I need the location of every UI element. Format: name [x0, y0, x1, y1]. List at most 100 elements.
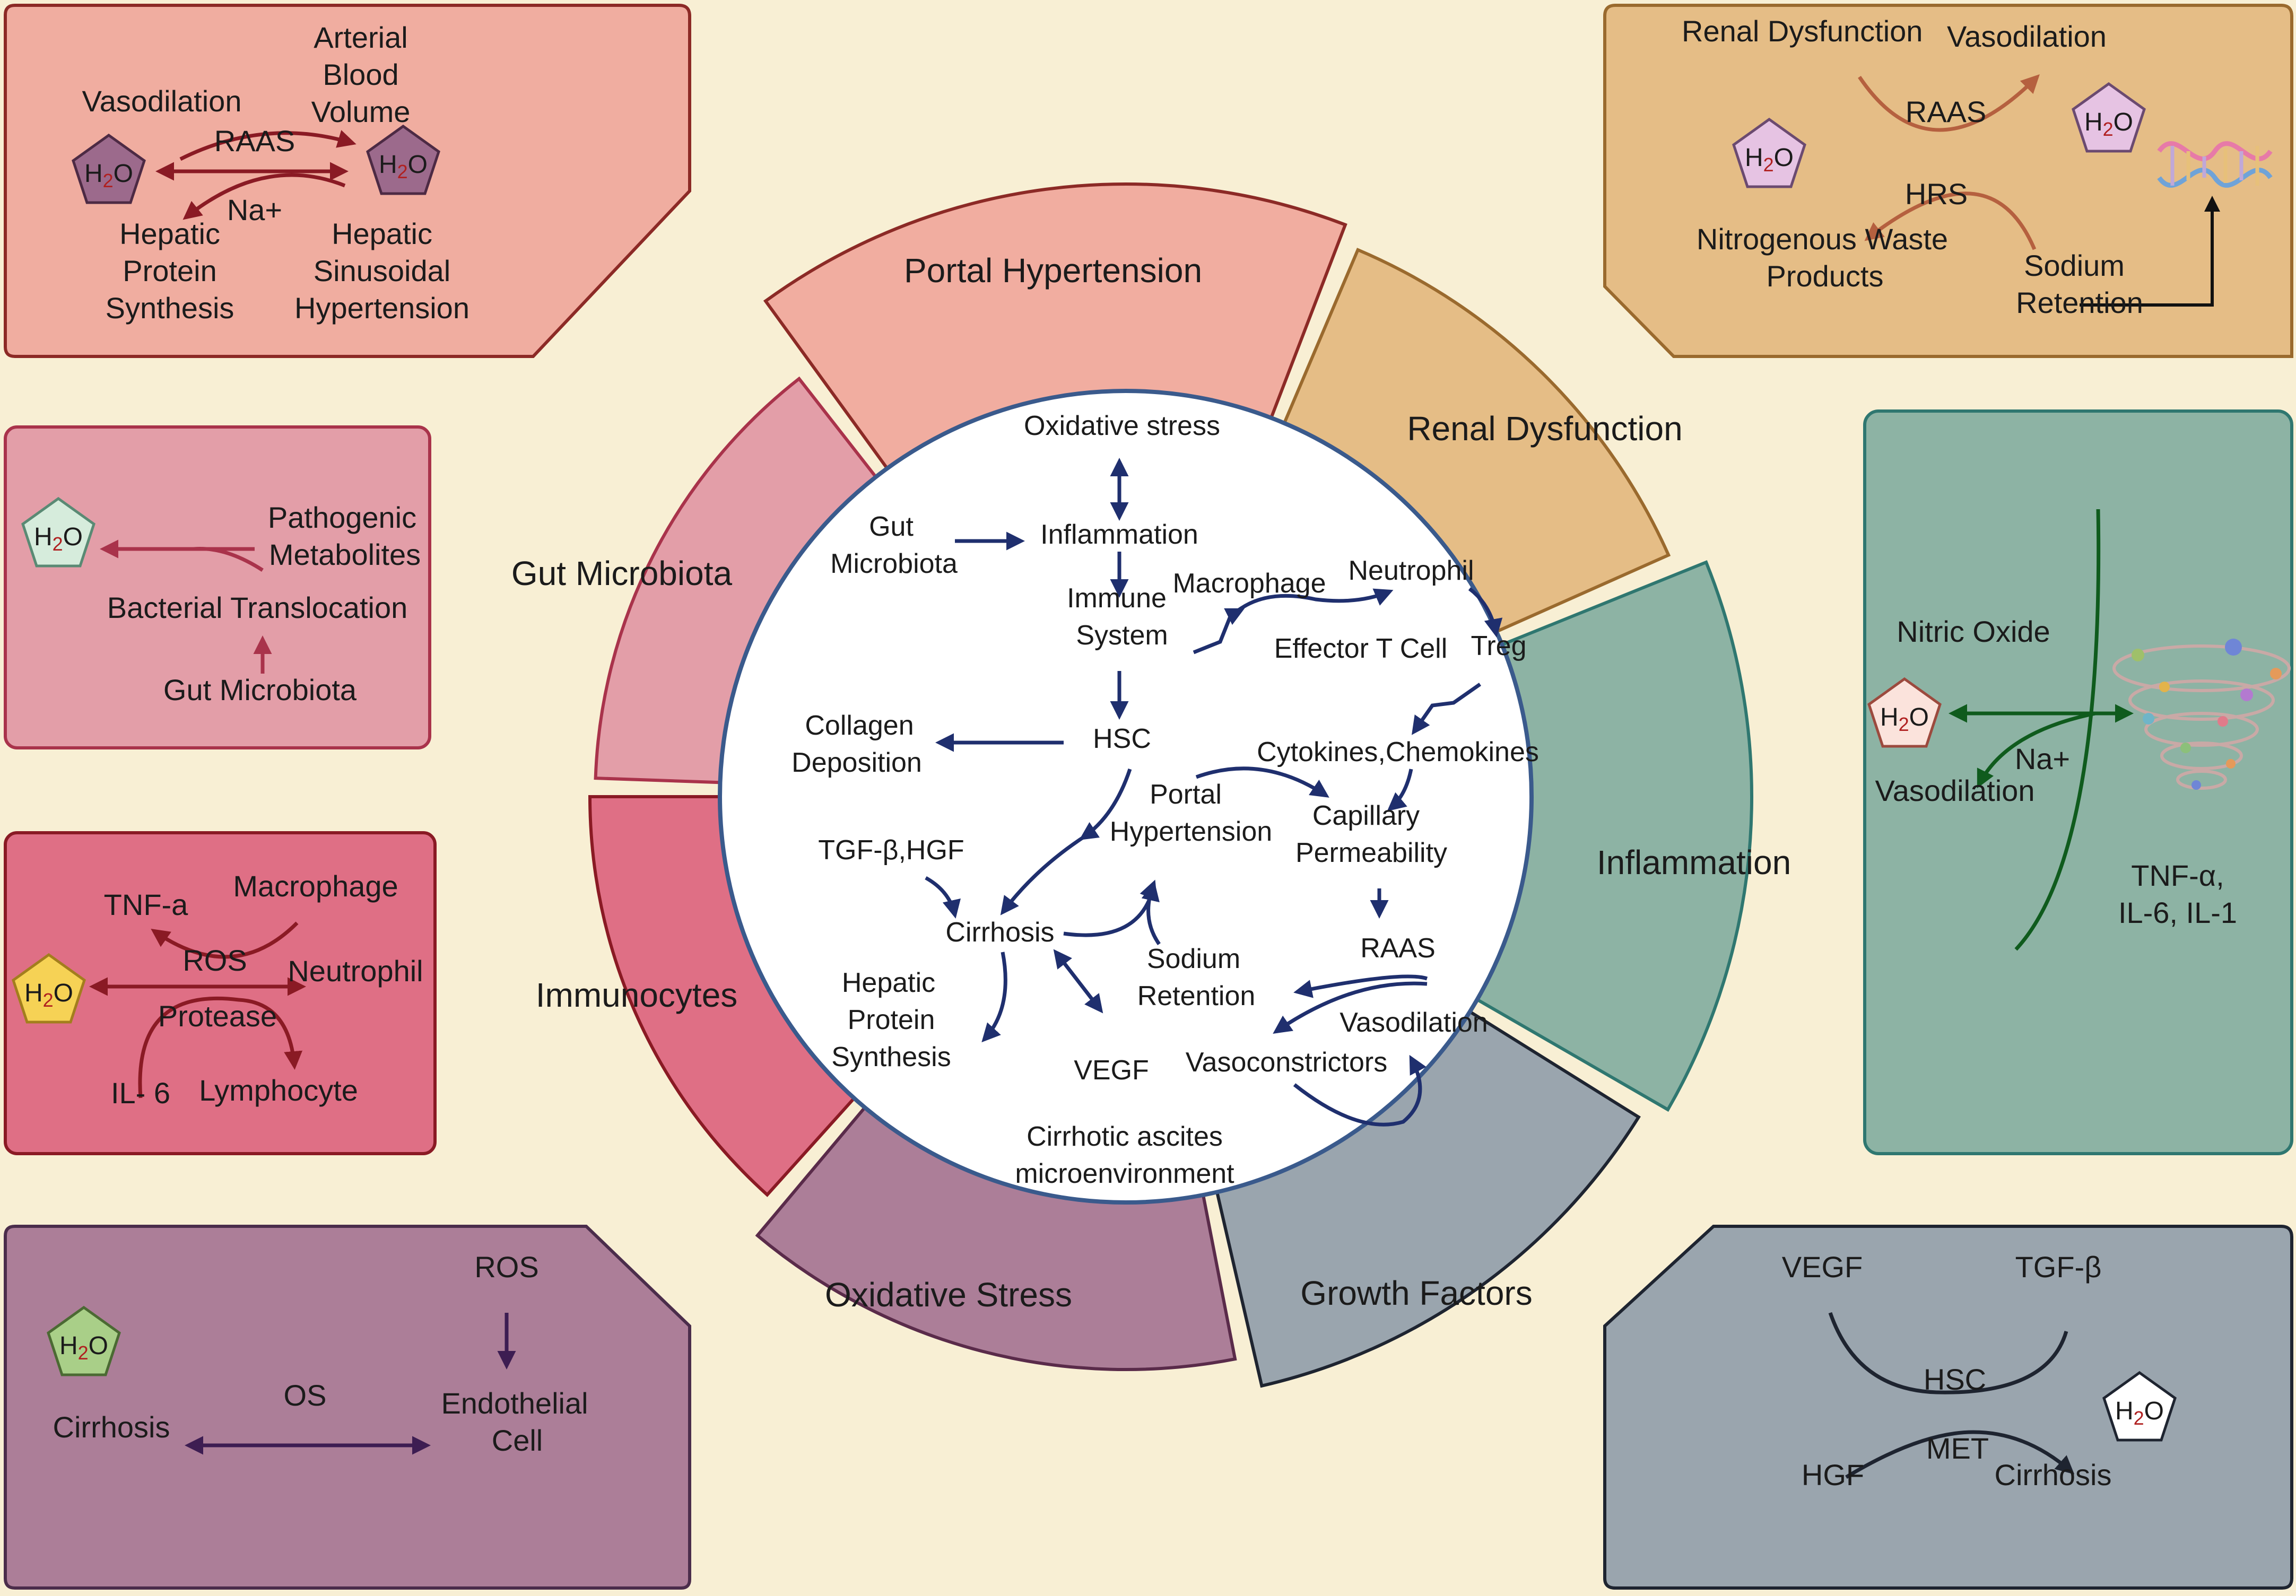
- water-pentagon-icon: H2O: [21, 496, 95, 568]
- center-neutrophil: Neutrophil: [1348, 555, 1474, 586]
- center-macrophage: Macrophage: [1172, 568, 1326, 599]
- center-caption-line1: Cirrhotic ascites: [1027, 1121, 1223, 1152]
- growth-panel: VEGF TGF-β HSC HGF MET Cirrhosis H2O: [1603, 1225, 2293, 1590]
- center-portal-line1: Portal: [1150, 779, 1222, 810]
- immuno-neutrophil: Neutrophil: [288, 954, 423, 988]
- growth-met: MET: [1926, 1432, 1989, 1465]
- growth-vegf: VEGF: [1782, 1250, 1863, 1284]
- inflammation-na: Na+: [2015, 742, 2070, 775]
- center-treg: Treg: [1471, 631, 1527, 661]
- water-pentagon-icon: H2O: [2102, 1371, 2177, 1442]
- portal-arterial-line1: Arterial: [314, 21, 407, 54]
- portal-vasodilation: Vasodilation: [82, 84, 242, 118]
- portal-sinusoidal-line3: Hypertension: [294, 291, 469, 325]
- gut-panel: Pathogenic Metabolites Bacterial Translo…: [4, 425, 431, 749]
- portal-hepatic-protein-line1: Hepatic: [119, 217, 220, 250]
- oxidative-cirrhosis: Cirrhosis: [53, 1410, 170, 1444]
- portal-hepatic-protein-line2: Protein: [123, 254, 216, 287]
- growth-cirrhosis: Cirrhosis: [1995, 1458, 2112, 1492]
- center-cytokines: Cytokines,Chemokines: [1257, 737, 1539, 768]
- renal-vasodilation: Vasodilation: [1947, 20, 2107, 53]
- portal-sinusoidal-line2: Sinusoidal: [314, 254, 450, 287]
- center-vegf: VEGF: [1074, 1055, 1149, 1086]
- gut-gut-microbiota: Gut Microbiota: [163, 673, 357, 707]
- center-capillary-line1: Capillary: [1312, 800, 1420, 831]
- oxidative-endothelial-line2: Cell: [492, 1424, 543, 1457]
- svg-text:H2O: H2O: [2084, 108, 2133, 140]
- svg-text:H2O: H2O: [84, 160, 133, 191]
- segment-label-portal: Portal Hypertension: [904, 251, 1202, 290]
- portal-raas: RAAS: [214, 124, 295, 158]
- oxidative-endothelial-line1: Endothelial: [441, 1386, 588, 1420]
- water-pentagon-icon: H2O: [72, 133, 146, 204]
- inflammation-nitric-oxide: Nitric Oxide: [1897, 615, 2050, 648]
- center-labels: Oxidative stress Gut Microbiota Inflamma…: [792, 411, 1539, 1189]
- immuno-lymphocyte: Lymphocyte: [199, 1074, 358, 1107]
- immuno-protease: Protease: [158, 999, 277, 1033]
- water-pentagon-icon: H2O: [47, 1305, 121, 1376]
- immuno-il6: IL- 6: [111, 1076, 170, 1110]
- segment-label-inflammation: Inflammation: [1597, 843, 1791, 882]
- inflammation-cytokines-line2: IL-6, IL-1: [2118, 896, 2237, 929]
- center-cirrhosis: Cirrhosis: [945, 917, 1054, 948]
- renal-nitrogenous-line1: Nitrogenous Waste: [1697, 222, 1948, 256]
- segment-label-gut: Gut Microbiota: [511, 554, 733, 592]
- portal-na: Na+: [227, 193, 282, 226]
- svg-text:H2O: H2O: [379, 151, 428, 182]
- portal-sinusoidal-line1: Hepatic: [332, 217, 432, 250]
- immuno-macrophage: Macrophage: [233, 869, 398, 903]
- water-pentagon-icon: H2O: [1867, 677, 1942, 748]
- center-gut-microbiota-line2: Microbiota: [830, 548, 958, 579]
- center-arrows: [925, 458, 1503, 1127]
- renal-sodium-line1: Sodium: [2024, 249, 2125, 282]
- center-inflammation: Inflammation: [1040, 519, 1198, 550]
- water-pentagon-icon: H2O: [366, 124, 440, 195]
- center-raas: RAAS: [1360, 933, 1436, 964]
- oxidative-os: OS: [284, 1379, 327, 1412]
- inflammation-cytokines-line1: TNF-α,: [2131, 859, 2224, 892]
- inflammation-vasodilation: Vasodilation: [1875, 774, 2035, 807]
- water-pentagon-icon: H2O: [2072, 82, 2146, 153]
- svg-text:H2O: H2O: [1880, 703, 1929, 735]
- center-hepatic-line3: Synthesis: [831, 1042, 951, 1072]
- center-immune-line2: System: [1076, 620, 1168, 651]
- wheel-labels: Portal Hypertension Renal Dysfunction In…: [511, 251, 1791, 1314]
- center-oxidative-stress: Oxidative stress: [1024, 411, 1220, 441]
- renal-raas: RAAS: [1906, 95, 1987, 128]
- renal-hrs: HRS: [1905, 177, 1968, 211]
- center-collagen-line2: Deposition: [792, 747, 922, 778]
- oxidative-ros: ROS: [474, 1250, 538, 1284]
- renal-sodium-line2: Retention: [2016, 286, 2143, 319]
- dna-icon: [2157, 141, 2273, 188]
- svg-text:H2O: H2O: [2115, 1397, 2164, 1429]
- gut-pathogenic-line1: Pathogenic: [268, 501, 416, 534]
- center-gut-microbiota-line1: Gut: [869, 511, 914, 542]
- segment-label-renal: Renal Dysfunction: [1407, 409, 1682, 448]
- center-effector-t: Effector T Cell: [1274, 633, 1448, 664]
- svg-text:H2O: H2O: [1745, 144, 1794, 176]
- svg-text:H2O: H2O: [24, 979, 73, 1011]
- immuno-tnf: TNF-a: [104, 888, 189, 921]
- renal-renal-dysfunction: Renal Dysfunction: [1682, 14, 1923, 48]
- center-collagen-line1: Collagen: [805, 710, 914, 741]
- center-sodium-line2: Retention: [1137, 981, 1256, 1011]
- inflammation-panel: Nitric Oxide Na+ Vasodilation TNF-α, IL-…: [1863, 409, 2293, 1155]
- portal-arterial-line2: Blood: [323, 58, 398, 91]
- water-pentagon-icon: H2O: [12, 953, 86, 1024]
- gut-bacterial: Bacterial Translocation: [107, 591, 408, 624]
- center-sodium-line1: Sodium: [1147, 944, 1240, 974]
- center-hepatic-line1: Hepatic: [842, 967, 935, 998]
- portal-panel: Vasodilation Arterial Blood Volume RAAS …: [4, 4, 691, 358]
- center-vasodilation: Vasodilation: [1340, 1007, 1488, 1038]
- cytokine-spiral-icon: [2112, 639, 2291, 790]
- growth-hgf: HGF: [1802, 1458, 1864, 1492]
- oxidative-panel: ROS OS Cirrhosis Endothelial Cell H2O: [4, 1225, 691, 1590]
- water-pentagon-icon: H2O: [1732, 117, 1806, 188]
- gut-pathogenic-line2: Metabolites: [269, 538, 421, 571]
- center-immune-line1: Immune: [1067, 583, 1167, 614]
- segment-label-growth: Growth Factors: [1300, 1274, 1532, 1312]
- center-capillary-line2: Permeability: [1295, 838, 1447, 868]
- growth-hsc: HSC: [1924, 1363, 1986, 1396]
